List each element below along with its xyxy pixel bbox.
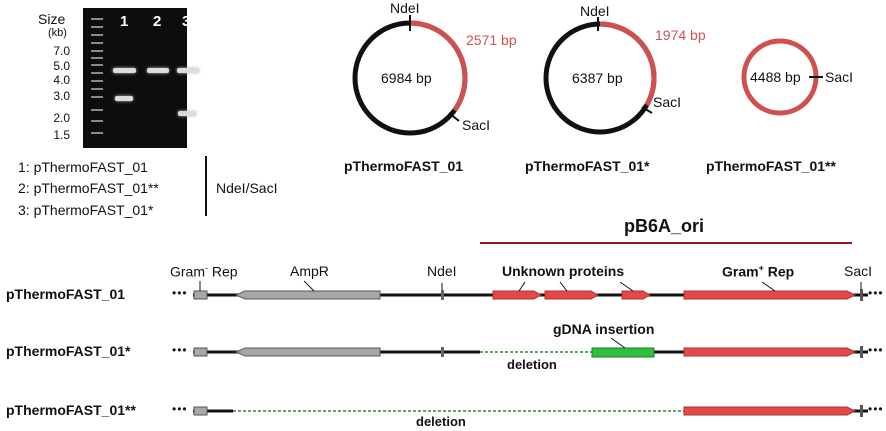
row2-ndei-site <box>441 347 444 357</box>
row-2-dots-right: ••• <box>868 343 884 357</box>
saci-label: SacI <box>844 263 873 279</box>
ampr-label: AmpR <box>290 263 329 279</box>
map-row-2 <box>193 337 868 358</box>
ladder-label-1-5: 1.5 <box>53 128 70 142</box>
plasmid-1-saci-tick <box>448 112 460 122</box>
row1-unknown-protein-1 <box>492 290 543 300</box>
ladder-label-7: 7.0 <box>53 44 70 58</box>
plasmid-2-saci-label: SacI <box>653 94 682 110</box>
row3-saci-site <box>860 405 863 417</box>
row1-unknown-protein-2 <box>544 290 600 300</box>
gram-neg-rep-label: Gram- Rep <box>170 263 238 280</box>
plasmid-2-saci-tick <box>641 106 653 114</box>
plasmid-1-ndei-label: NdeI <box>390 0 420 16</box>
row2-saci-site <box>860 346 863 358</box>
row1-gram-neg-rep <box>193 290 208 300</box>
row3-gram-neg-rep <box>193 406 208 416</box>
enzyme-label: NdeI/SacI <box>216 180 278 196</box>
lane1-band-lower <box>115 96 133 101</box>
plasmid-2-fragment-label: 1974 bp <box>655 27 706 43</box>
row1-ndei-site <box>441 290 444 300</box>
lane3-band-upper <box>177 68 199 73</box>
plasmid-2-fragment-arc <box>599 21 657 107</box>
row-3-dots-left: ••• <box>172 402 188 416</box>
ladder-label-2: 2.0 <box>53 111 70 125</box>
map-row-3 <box>193 405 868 417</box>
legend-bracket <box>205 156 207 216</box>
row-3-deletion-label: deletion <box>416 414 466 429</box>
ndei-label: NdeI <box>427 263 457 279</box>
plasmid-2-total-label: 6387 bp <box>572 70 623 86</box>
row2-gram-neg-rep <box>193 347 208 357</box>
lane3-band-lower <box>178 111 196 116</box>
gdna-insertion-label: gDNA insertion <box>553 321 655 337</box>
map-row-1 <box>193 280 868 301</box>
plasmid-2-ndei-label: NdeI <box>580 3 610 19</box>
plasmid-2-caption: pThermoFAST_01* <box>525 158 650 174</box>
row1-ampr-gene <box>234 290 381 300</box>
row-2-label: pThermoFAST_01* <box>6 343 131 359</box>
ladder-label-3: 3.0 <box>53 89 70 103</box>
plasmid-3-total-label: 4488 bp <box>750 69 801 85</box>
plasmid-1-total-label: 6984 bp <box>381 70 432 86</box>
row-3-label: pThermoFAST_01** <box>6 402 136 418</box>
row3-gram-pos-rep <box>683 406 857 416</box>
row-3-dots-right: ••• <box>868 402 884 416</box>
row-2-dots-left: ••• <box>172 343 188 357</box>
ladder-label-5: 5.0 <box>53 59 70 73</box>
row1-unknown-protein-3 <box>621 290 652 300</box>
row1-saci-site <box>860 289 863 301</box>
plasmid-1-fragment-arc <box>409 20 468 112</box>
gram-pos-rep-label: Gram+ Rep <box>722 263 795 280</box>
plasmid-3-saci-label: SacI <box>825 69 854 85</box>
ladder-label-4: 4.0 <box>53 73 70 87</box>
lane2-band <box>147 68 169 73</box>
plasmid-1-saci-label: SacI <box>462 117 491 133</box>
plasmid-1-caption: pThermoFAST_01 <box>344 158 464 174</box>
row1-gram-pos-rep <box>683 290 857 300</box>
unknown-proteins-label: Unknown proteins <box>502 263 625 279</box>
region-title: pB6A_ori <box>624 216 705 236</box>
row-1-label: pThermoFAST_01 <box>6 286 126 302</box>
gel-size-title: Size <box>38 11 66 27</box>
gel-size-unit: (kb) <box>48 27 67 39</box>
row2-gdna-insertion <box>591 347 655 358</box>
lane-number-3: 3 <box>182 13 191 30</box>
lane-number-2: 2 <box>153 13 162 30</box>
row2-gram-pos-rep <box>683 347 857 357</box>
gel-image: 1 2 3 <box>83 8 199 148</box>
plasmid-1-fragment-label: 2571 bp <box>466 32 517 48</box>
row-2-deletion-label: deletion <box>507 357 557 372</box>
lane-number-1: 1 <box>120 13 129 30</box>
row2-ampr-gene <box>234 347 381 357</box>
row-1-dots-right: ••• <box>868 286 884 300</box>
lane1-band-upper <box>113 68 136 73</box>
legend-item-2: 2: pThermoFAST_01** <box>18 180 159 196</box>
plasmid-3-caption: pThermoFAST_01** <box>706 158 836 174</box>
legend-item-3: 3: pThermoFAST_01* <box>18 202 154 218</box>
legend-item-1: 1: pThermoFAST_01 <box>18 159 148 175</box>
row-1-dots-left: ••• <box>172 286 188 300</box>
